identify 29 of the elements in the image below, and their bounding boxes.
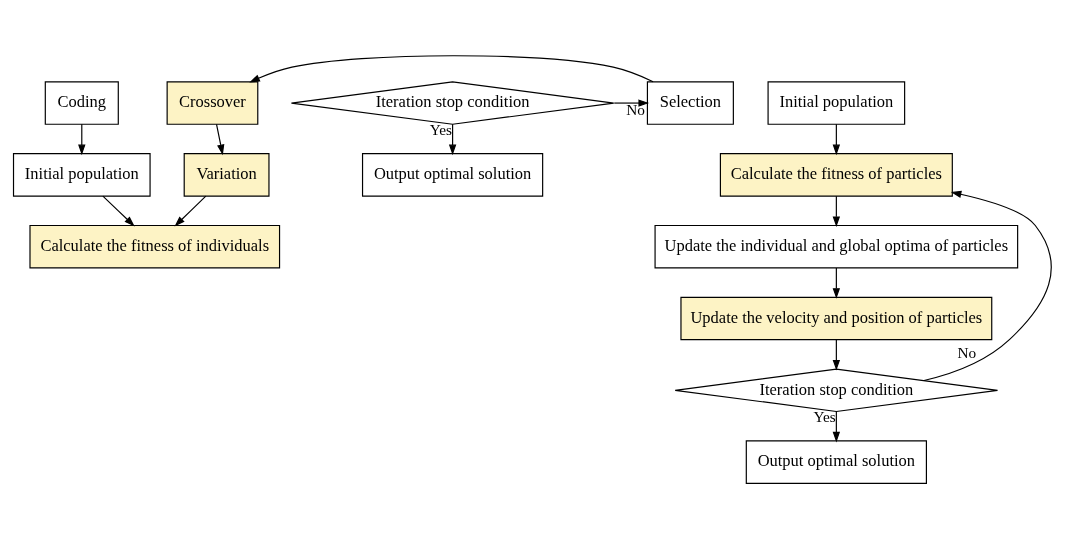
node-box: Output optimal solution (361, 153, 544, 197)
node-diamond: Iteration stop condition (674, 368, 999, 413)
node-box: Update the velocity and position of particles (680, 296, 993, 341)
node-box: Initial population (767, 81, 906, 125)
edge-label: No (626, 101, 645, 119)
arrow (832, 195, 841, 227)
arrow (174, 195, 207, 227)
arrow (832, 339, 841, 371)
arrow (832, 267, 841, 299)
node-box: Output optimal solution (745, 440, 927, 484)
node-box: Initial population (12, 153, 151, 197)
arrow (215, 123, 225, 156)
arrow (923, 190, 1052, 382)
node-box: Calculate the fitness of particles (719, 153, 953, 197)
node-box: Coding (44, 81, 119, 125)
arrow (102, 195, 135, 227)
node-box: Selection (646, 81, 734, 125)
node-box: Calculate the fitness of individuals (29, 224, 281, 269)
node-diamond: Iteration stop condition (290, 81, 615, 125)
arrow (832, 411, 841, 443)
edge-label: No (957, 343, 977, 361)
arrow (249, 55, 654, 83)
node-box: Variation (183, 153, 270, 197)
node-box: Crossover (166, 81, 259, 125)
arrow (78, 123, 86, 156)
arrow (448, 123, 457, 156)
arrow (832, 123, 841, 156)
arrow (613, 99, 650, 107)
node-box: Update the individual and global optima of particles (654, 224, 1019, 269)
